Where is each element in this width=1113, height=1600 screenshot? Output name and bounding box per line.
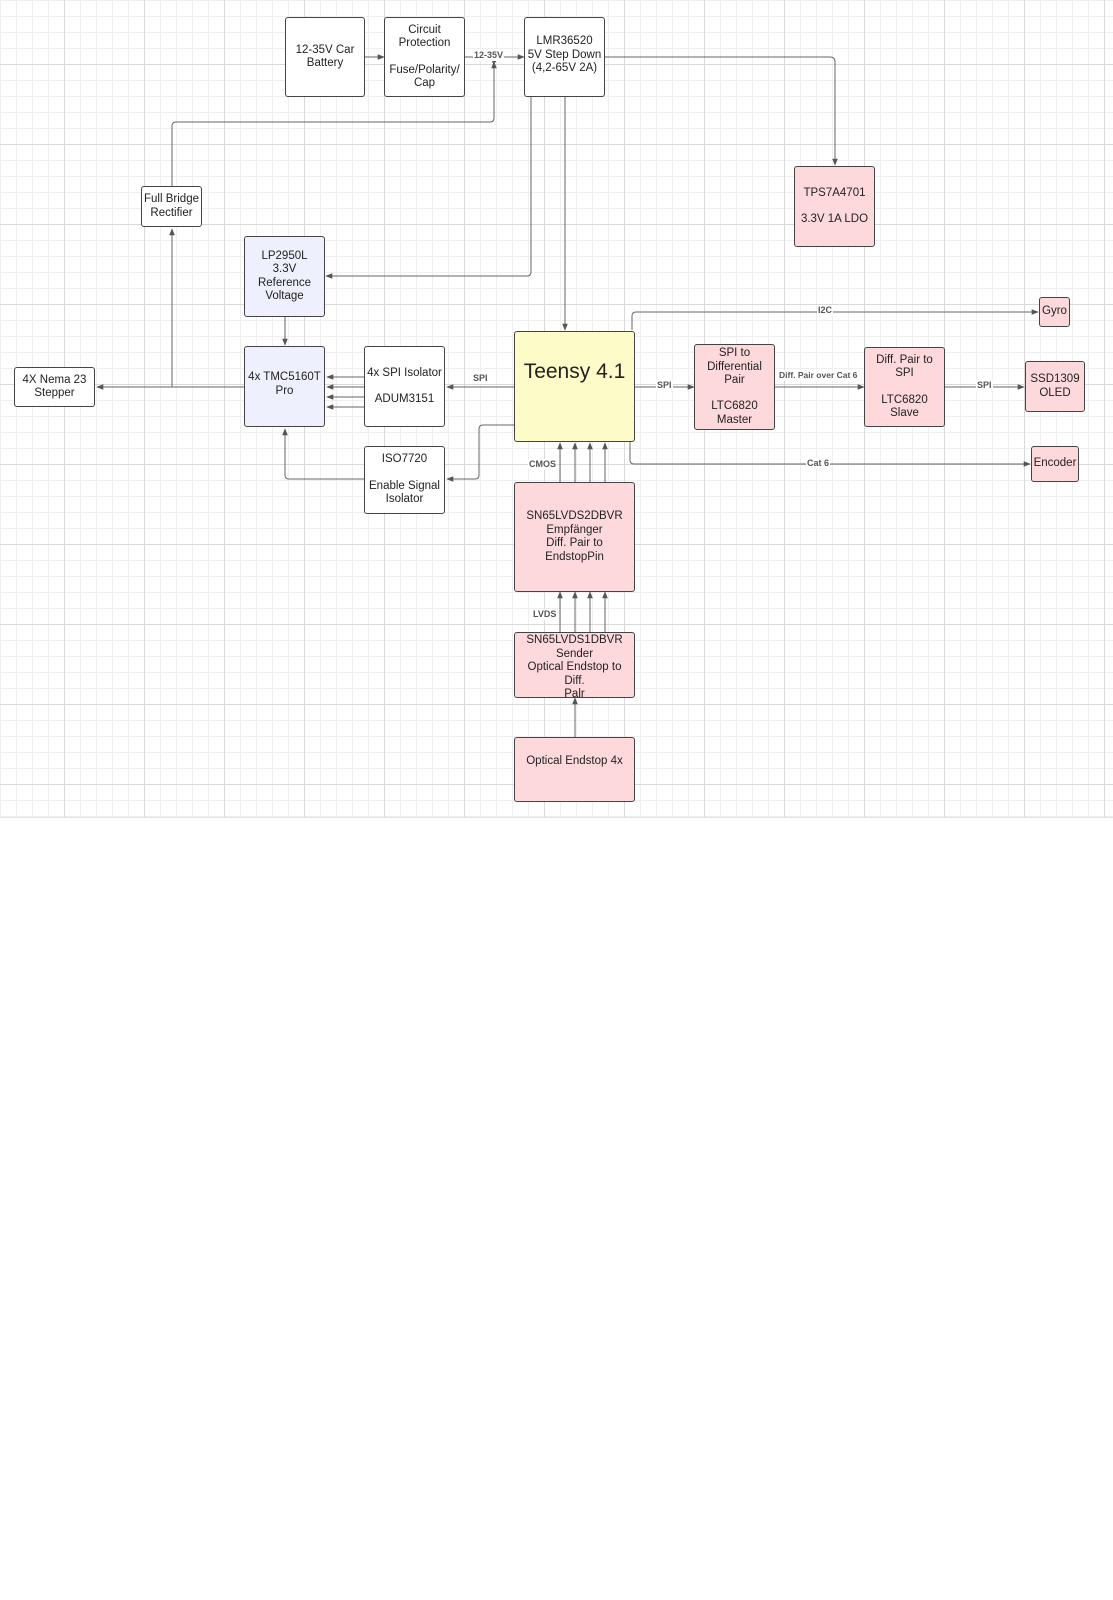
slave-line-5: Slave	[890, 407, 919, 419]
gyro-block[interactable]: Gyro	[1039, 297, 1070, 327]
nema23-stepper-block[interactable]: 4X Nema 23 Stepper	[14, 367, 95, 407]
lp2950-line-2: 3.3V	[272, 263, 297, 275]
master-line-1: SPI to	[718, 347, 751, 359]
lvds-sender-block[interactable]: SN65LVDS1DBVR Sender Optical Endstop to …	[514, 632, 635, 698]
wire-teensy-encoder	[629, 442, 1031, 467]
iso7720-block[interactable]: ISO7720 Enable Signal Isolator	[364, 446, 445, 514]
sender-line-1: SN65LVDS1DBVR	[526, 634, 623, 646]
lmr-line-2: 5V Step Down	[527, 48, 602, 61]
battery-line-1: 12-35V Car	[295, 43, 355, 56]
spi-isolator-block[interactable]: 4x SPI Isolator ADUM3151	[364, 346, 445, 427]
teensy41-block[interactable]: Teensy 4.1	[514, 331, 635, 442]
oled-line-2: OLED	[1039, 386, 1071, 399]
sender-line-3: Optical Endstop to Diff.	[527, 661, 622, 687]
encoder-block[interactable]: Encoder	[1031, 446, 1079, 482]
full-bridge-rectifier-block[interactable]: Full Bridge Rectifier	[141, 186, 202, 227]
protection-line-5: Cap	[413, 77, 436, 89]
tmc-line-2: Pro	[275, 384, 294, 397]
wire-iso7720-tmc	[282, 428, 364, 480]
lmr-line-1: LMR36520	[536, 35, 593, 47]
circuit-protection-block[interactable]: Circuit Protection Fuse/Polarity/ Cap	[384, 17, 465, 97]
slave-line-2: SPI	[895, 367, 914, 379]
iso7720-line-3: Enable Signal	[369, 479, 440, 492]
nema-line-2: Stepper	[34, 387, 75, 399]
lp2950l-block[interactable]: LP2950L 3.3V Reference Voltage	[244, 236, 325, 317]
lmr-line-3: (4,2-65V 2A)	[531, 62, 598, 74]
label-12-35v: 12-35V	[473, 50, 505, 61]
slave-line-1: Diff. Pair to	[876, 353, 933, 366]
diagram-canvas: 12-35V Car Battery Circuit Protection Fu…	[0, 0, 1113, 818]
spi-iso-line-3: ADUM3151	[374, 393, 435, 405]
gyro-label: Gyro	[1042, 305, 1067, 318]
label-cat6: Cat 6	[806, 458, 831, 469]
tmc5160-block[interactable]: 4x TMC5160T Pro	[244, 346, 325, 427]
label-diff-pair-cat6: Diff. Pair over Cat 6	[778, 370, 859, 381]
tps-line-3: 3.3V 1A LDO	[800, 213, 869, 225]
rectifier-line-2: Rectifier	[150, 206, 193, 219]
master-line-6: Master	[716, 413, 753, 426]
optical-endstop-block[interactable]: Optical Endstop 4x	[514, 737, 635, 802]
slave-line-4: LTC6820	[881, 393, 928, 406]
master-line-3: Pair	[724, 374, 745, 386]
wire-lmr-tps	[605, 56, 838, 166]
wire-rectifier-junction	[171, 61, 497, 186]
iso7720-line-1: ISO7720	[381, 453, 428, 466]
protection-line-1: Circuit	[408, 23, 441, 36]
protection-line-2: Protection	[398, 37, 451, 49]
sender-line-2: Sender	[555, 647, 594, 660]
label-cmos: CMOS	[528, 459, 557, 470]
nema-line-1: 4X Nema 23	[22, 373, 87, 386]
tps7a4701-block[interactable]: TPS7A4701 3.3V 1A LDO	[794, 166, 875, 247]
receiver-line-3: Diff. Pair to EndstopPin	[545, 537, 604, 563]
ltc6820-slave-block[interactable]: Diff. Pair to SPI LTC6820 Slave	[864, 347, 945, 427]
spi-iso-line-1: 4x SPI Isolator	[367, 366, 442, 379]
connection-wires	[96, 54, 1039, 737]
oled-line-1: SSD1309	[1030, 373, 1080, 385]
ssd1309-oled-block[interactable]: SSD1309 OLED	[1025, 361, 1085, 412]
tmc-line-1: 4x TMC5160T	[248, 371, 321, 383]
receiver-line-2: Empfänger	[546, 523, 603, 536]
label-lvds: LVDS	[532, 609, 558, 620]
label-spi-left: SPI	[472, 373, 489, 384]
wire-teensy-iso7720	[446, 424, 515, 482]
master-line-5: LTC6820	[711, 400, 758, 412]
lmr36520-block[interactable]: LMR36520 5V Step Down (4,2-65V 2A)	[524, 17, 605, 97]
wire-lmr-lp2950	[325, 97, 532, 279]
label-spi-right: SPI	[656, 380, 673, 391]
encoder-label: Encoder	[1033, 457, 1077, 470]
label-spi-oled: SPI	[976, 380, 993, 391]
label-i2c: I2C	[817, 305, 834, 316]
wire-teensy-gyro	[631, 309, 1039, 330]
lp2950-line-3: Reference	[257, 276, 312, 289]
master-line-2: Differential	[707, 360, 762, 373]
endstop-label: Optical Endstop 4x	[526, 755, 623, 767]
battery-block[interactable]: 12-35V Car Battery	[285, 17, 365, 97]
receiver-line-1: SN65LVDS2DBVR	[526, 510, 623, 522]
sender-line-4: Palr	[564, 688, 585, 698]
rectifier-line-1: Full Bridge	[144, 193, 199, 205]
tps-line-1: TPS7A4701	[803, 186, 866, 199]
lp2950-line-4: Voltage	[265, 290, 304, 302]
lp2950-line-1: LP2950L	[261, 249, 308, 262]
protection-line-4: Fuse/Polarity/	[389, 63, 460, 76]
ltc6820-master-block[interactable]: SPI to Differential Pair LTC6820 Master	[694, 344, 775, 430]
battery-line-2: Battery	[306, 57, 344, 69]
iso7720-line-4: Isolator	[385, 493, 424, 506]
teensy-title: Teensy 4.1	[523, 360, 626, 383]
lvds-receiver-block[interactable]: SN65LVDS2DBVR Empfänger Diff. Pair to En…	[514, 482, 635, 592]
